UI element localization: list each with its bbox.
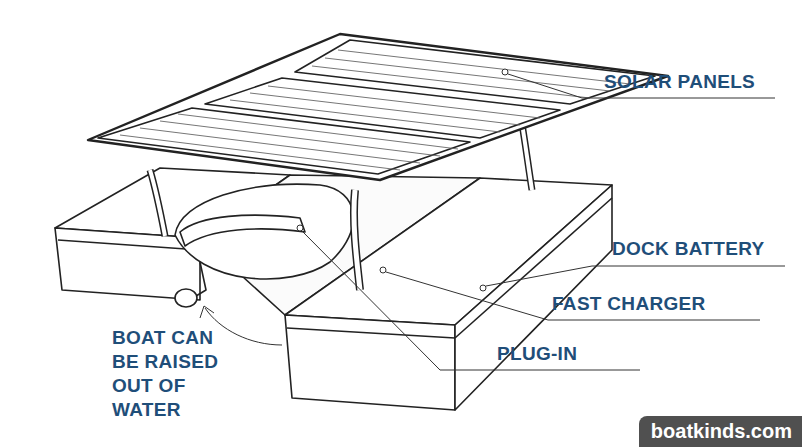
callout-label: DOCK BATTERY (612, 237, 764, 261)
boat-hull (175, 184, 353, 279)
raise-arrow (205, 308, 282, 345)
watermark: boatkinds.com (639, 416, 802, 447)
canopy-roof (88, 34, 668, 180)
solar-panel (295, 40, 655, 104)
propeller (175, 289, 197, 307)
callout-label: SOLAR PANELS (604, 70, 755, 94)
outboard (196, 262, 206, 296)
callout-label: FAST CHARGER (552, 292, 706, 316)
right-float-front (285, 315, 455, 410)
callout-label: PLUG-IN (497, 342, 577, 366)
boat-windshield (180, 215, 305, 246)
raise-arrowhead (200, 306, 214, 318)
callout-label: BOAT CAN BE RAISED OUT OF WATER (112, 326, 240, 422)
